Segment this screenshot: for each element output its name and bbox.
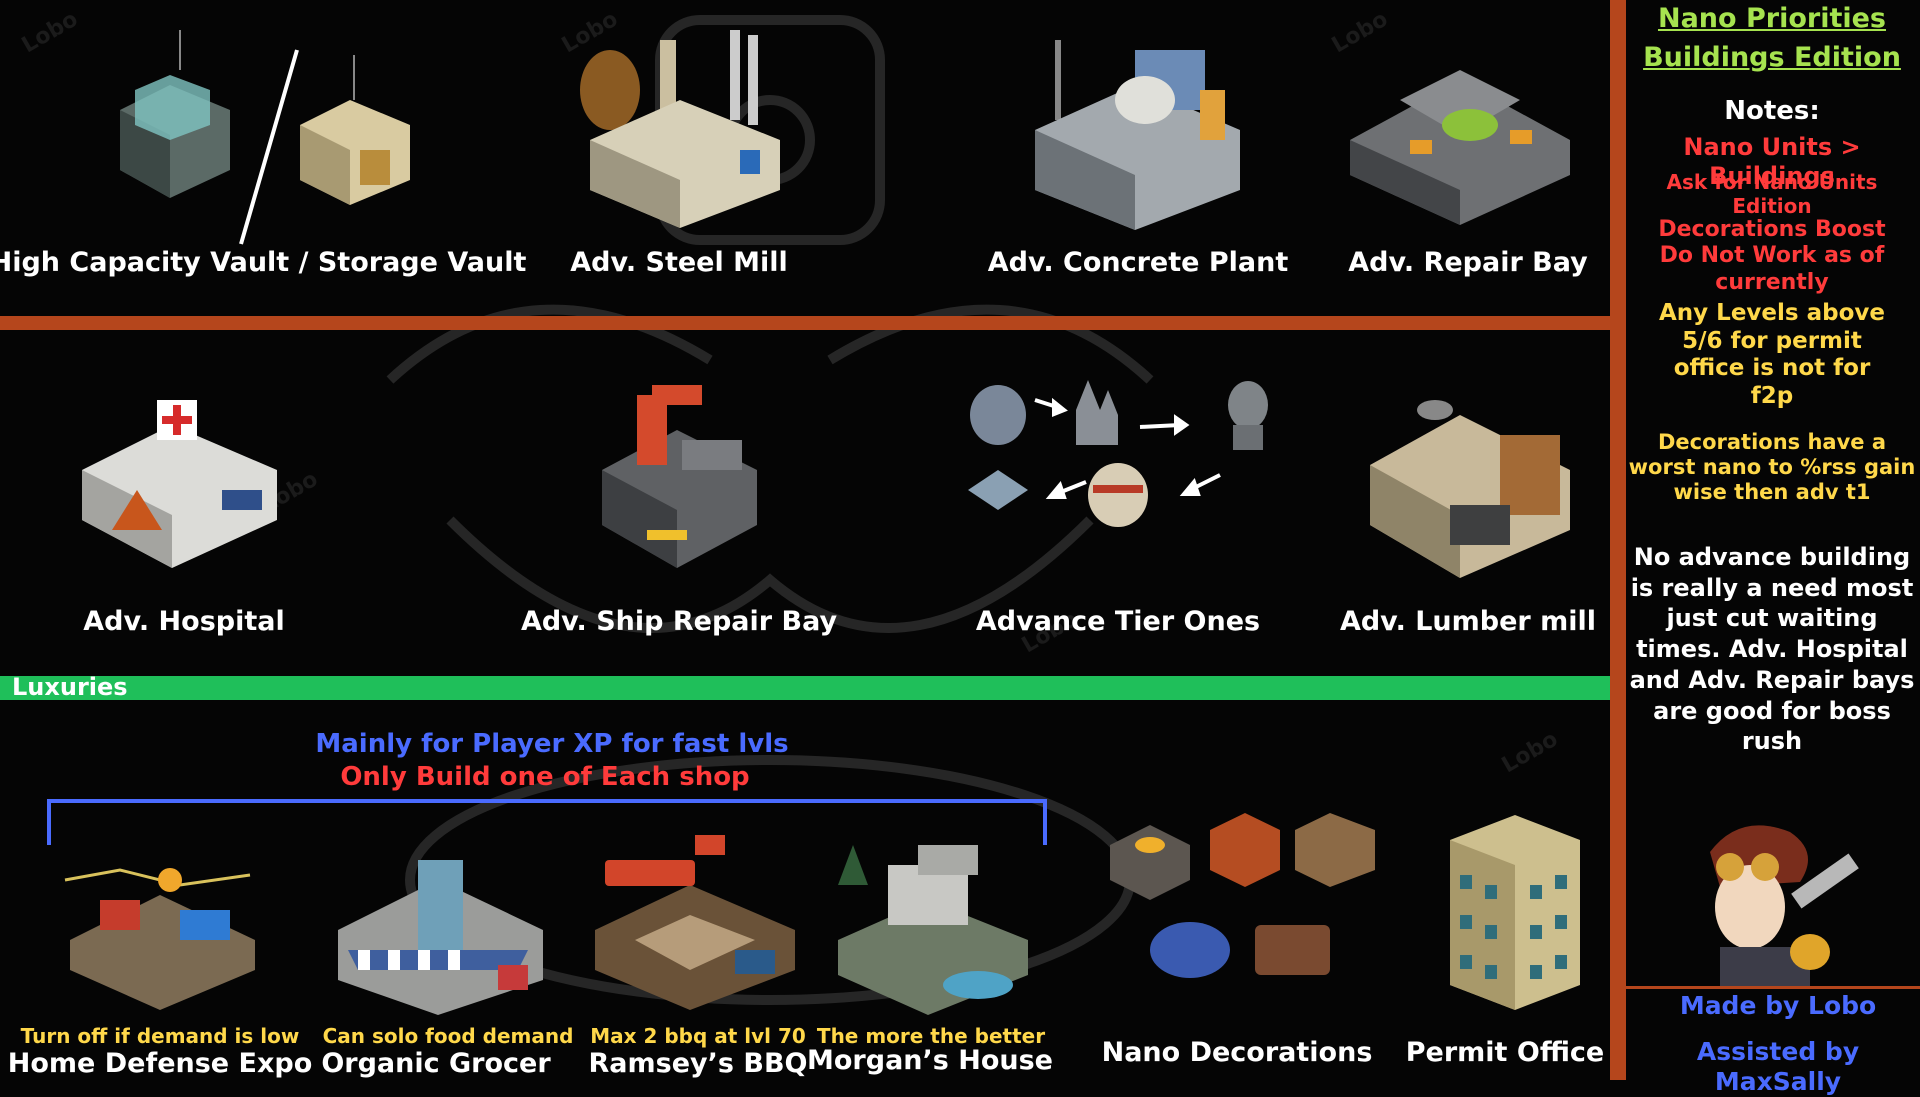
credit-assist: Assisted by MaxSally xyxy=(1696,1037,1860,1096)
decoration-icon xyxy=(1110,813,1375,978)
lumber-mill-label: Adv. Lumber mill xyxy=(1339,606,1597,637)
bbq-caption: Max 2 bbq at lvl 70 xyxy=(590,1024,806,1048)
sidebar-divider xyxy=(1610,0,1626,1080)
decorations-label: Nano Decorations xyxy=(1101,1037,1373,1068)
note-5: No advance building is really a need mos… xyxy=(1629,543,1915,756)
storage-vault-icon xyxy=(300,55,410,205)
luxuries-label: Luxuries xyxy=(12,673,128,701)
luxuries-note-blue: Mainly for Player XP for fast lvls xyxy=(315,729,789,759)
house-caption: The more the better xyxy=(816,1024,1046,1048)
character-portrait xyxy=(1710,825,1859,987)
house-label: Morgan’s House xyxy=(807,1045,1053,1076)
luxuries-bar: Luxuries xyxy=(0,673,1612,701)
lumber-mill-icon xyxy=(1370,400,1570,578)
bbq-icon xyxy=(595,835,795,1010)
notes-sidebar: Nano Priorities Buildings Edition Notes:… xyxy=(1624,0,1920,1096)
grocer-icon xyxy=(338,860,543,1015)
expo-caption: Turn off if demand is low xyxy=(20,1024,300,1048)
vault-icon xyxy=(120,30,230,198)
permit-office-label: Permit Office xyxy=(1405,1037,1605,1068)
watermark: Lobo xyxy=(1497,726,1563,779)
note-2: Decorations Boost Do Not Work as of curr… xyxy=(1658,217,1886,295)
note-3: Any Levels above 5/6 for permit office i… xyxy=(1659,300,1885,409)
grocer-label: Organic Grocer xyxy=(321,1048,551,1079)
luxuries-bracket xyxy=(47,799,1047,845)
row-divider xyxy=(0,316,1610,330)
note-4: Decorations have a worst nano to %rss ga… xyxy=(1628,430,1916,505)
note-1-line1: Nano Units > Buildings xyxy=(1683,133,1861,190)
hospital-icon xyxy=(82,400,277,568)
concrete-plant-label: Adv. Concrete Plant xyxy=(987,247,1289,278)
tier-one-label: Advance Tier Ones xyxy=(975,606,1261,637)
note-1-line2: Ask for Nano Units Edition xyxy=(1666,170,1878,218)
luxuries-note-red: Only Build one of Each shop xyxy=(340,762,750,792)
sidebar-title: Nano Priorities xyxy=(1657,3,1886,34)
ship-repair-label: Adv. Ship Repair Bay xyxy=(520,606,838,637)
divider-slash xyxy=(239,49,299,245)
bbq-label: Ramsey’s BBQ xyxy=(588,1048,808,1079)
expo-label: Home Defense Expo xyxy=(7,1048,313,1079)
ship-repair-icon xyxy=(602,385,757,568)
steel-mill-icon xyxy=(580,30,780,228)
sidebar-subtitle: Buildings Edition xyxy=(1643,42,1901,73)
credit-author: Made by Lobo xyxy=(1679,991,1877,1020)
vault-label: High Capacity Vault / Storage Vault xyxy=(0,247,527,278)
repair-bay-label: Adv. Repair Bay xyxy=(1348,247,1588,278)
expo-icon xyxy=(64,868,255,1010)
steel-mill-label: Adv. Steel Mill xyxy=(570,247,788,278)
tier-one-icon xyxy=(968,380,1268,527)
concrete-plant-icon xyxy=(1035,40,1240,230)
permit-office-icon xyxy=(1450,815,1580,1010)
house-icon xyxy=(838,845,1028,1015)
repair-bay-icon xyxy=(1350,70,1570,225)
hospital-label: Adv. Hospital xyxy=(83,606,285,637)
grocer-caption: Can solo food demand xyxy=(322,1024,574,1048)
credits-divider xyxy=(1624,986,1920,989)
watermark: Lobo xyxy=(17,6,83,59)
notes-heading: Notes: xyxy=(1724,96,1820,126)
